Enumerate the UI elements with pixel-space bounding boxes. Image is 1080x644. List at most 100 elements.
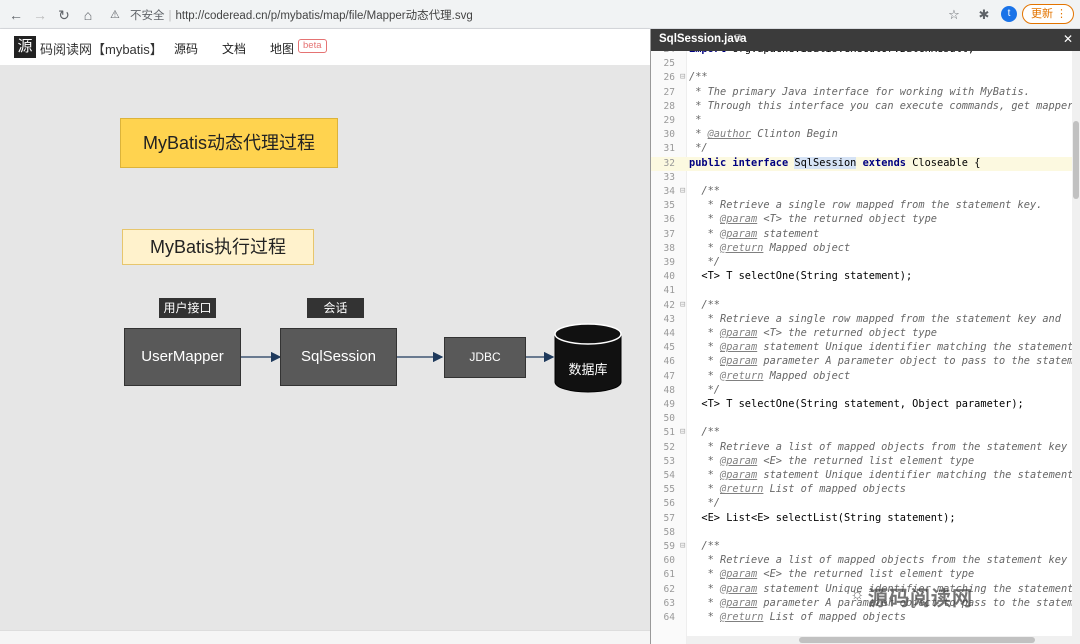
nav-map[interactable]: 地图 [270,42,295,56]
code-token: * [689,327,720,339]
code-token: * [689,227,720,240]
fold-toggle-icon[interactable]: ⊟ [680,541,686,551]
code-token: @return [720,611,764,623]
line-number: 27 [663,86,675,98]
line-number: 36 [663,214,675,226]
line-number: 48 [663,384,675,396]
profile-avatar[interactable]: t [1001,6,1017,22]
code-token: * [689,469,720,481]
line-number: 24 [651,51,675,55]
code-token: <E> the returned list element type [757,454,975,467]
code-line: 47 * @return Mapped object [651,370,1080,384]
code-text: * [689,114,701,126]
line-number: 57 [663,512,675,524]
code-text: * @param statement [689,227,820,240]
line-number: 56 [663,498,675,510]
line-number: 39 [663,257,675,268]
extensions-icon[interactable]: ✱ [978,7,990,22]
fold-toggle-icon[interactable]: ⊟ [680,186,686,196]
line-number: 41 [663,285,675,297]
line-number: 35 [663,200,675,212]
canvas-horizontal-scrollbar[interactable] [0,630,650,644]
line-number: 34 [663,186,675,197]
horizontal-scroll-thumb[interactable] [799,637,1035,643]
update-label: 更新 [1031,8,1053,20]
code-text: * @param parameter A parameter object to… [689,597,1080,609]
node-jdbc[interactable]: JDBC [444,337,526,378]
update-button[interactable]: 更新⋮ [1022,4,1074,24]
line-number: 54 [663,470,675,481]
code-token: * Retrieve a single row mapped from the … [689,199,1043,212]
code-token: @param [720,582,758,595]
node-usermapper[interactable]: UserMapper [124,328,241,386]
code-token: @param [720,469,758,481]
code-vertical-scrollbar[interactable] [1072,51,1080,644]
close-icon[interactable]: ✕ [1062,32,1073,46]
node-sqlsession[interactable]: SqlSession [280,328,397,386]
warning-icon[interactable]: ⚠ [110,9,120,21]
nav-docs[interactable]: 文档 [222,42,247,56]
line-number: 40 [663,271,675,283]
code-token: @param [720,341,758,354]
fold-toggle-icon[interactable]: ⊟ [680,427,686,438]
line-number: 51 [663,427,675,439]
home-icon[interactable]: ⌂ [83,7,93,23]
line-number: 53 [663,455,675,467]
code-token: <E> the returned list element type [757,568,975,581]
wechat-icon: ☼ [850,586,865,603]
panel-title[interactable]: SqlSession.java [659,33,747,45]
line-number: 28 [663,100,675,112]
code-text: */ [689,497,720,509]
code-token: * The primary Java interface for working… [689,85,1030,98]
code-line: 40 <T> T selectOne(String statement); [651,270,1080,284]
code-horizontal-scrollbar[interactable] [687,636,1073,644]
code-token: * [689,611,720,623]
code-line: 64 * @return List of mapped objects [651,611,1080,625]
address-bar[interactable]: 不安全|http://coderead.cn/p/mybatis/map/fil… [130,10,473,22]
code-token: * Through this interface you can execute… [689,99,1080,112]
database-cylinder [554,323,622,393]
code-token: /** [689,185,720,197]
code-line: 26 ⊟/** [651,71,1080,85]
code-token: @param [720,568,758,581]
line-number: 26 [663,72,675,84]
code-line: 57 <E> List<E> selectList(String stateme… [651,512,1080,526]
line-number: 42 [663,299,675,311]
code-token: <E> List<E> selectList(String statement)… [689,511,956,524]
code-token: /** [689,71,708,84]
title-exec-process: MyBatis执行过程 [122,229,314,265]
code-token: /** [689,540,720,552]
code-token: parameter A parameter object to pass to … [757,596,1080,609]
code-token: * [689,114,702,126]
code-token: @return [720,241,764,254]
code-line: 60 * Retrieve a list of mapped objects f… [651,554,1080,568]
code-token: /** [689,298,720,311]
forward-icon[interactable]: → [33,7,47,23]
back-icon[interactable]: ← [9,7,23,23]
fold-toggle-icon[interactable]: ⊟ [680,299,686,310]
code-viewer[interactable]: 24import org.apache.ibatis.executor.Batc… [651,51,1080,644]
nav-source[interactable]: 源码 [174,42,199,56]
code-token: import [689,51,726,55]
code-token: public interface [689,156,795,169]
code-token: * [689,213,720,226]
code-token: * [689,454,720,467]
vertical-scroll-thumb[interactable] [1073,121,1079,199]
external-link-icon[interactable]: ⧉ [735,33,743,44]
bookmark-star-icon[interactable]: ☆ [948,7,960,22]
site-logo[interactable]: 源 [14,36,36,58]
source-panel: SqlSession.java ⧉ ✕ 24import org.apache.… [650,29,1080,644]
code-text: * @return Mapped object [689,370,851,382]
code-token: /** [689,426,720,439]
reload-icon[interactable]: ↻ [58,7,70,23]
line-number: 62 [663,583,675,595]
code-line: 43 * Retrieve a single row mapped from t… [651,313,1080,327]
site-name[interactable]: 码阅读网【mybatis】 [40,42,163,57]
code-token: SqlSession [794,156,857,169]
diagram-canvas[interactable]: MyBatis动态代理过程 MyBatis执行过程 用户接口 会话 UserMa… [0,65,650,644]
fold-toggle-icon[interactable]: ⊟ [680,72,686,83]
code-text: * @return List of mapped objects [689,611,906,623]
code-line: 46 * @param parameter A parameter object… [651,355,1080,369]
title-proxy-process: MyBatis动态代理过程 [120,118,338,168]
line-number: 59 [663,541,675,552]
